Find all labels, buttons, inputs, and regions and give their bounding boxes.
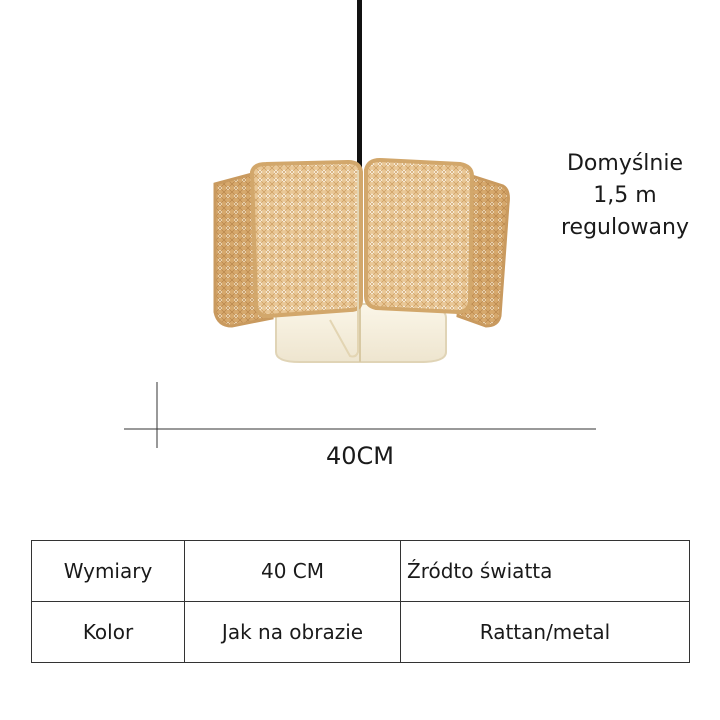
- power-cord: [357, 0, 362, 168]
- spec-table: Wymiary 40 CM Źródto światta Kolor Jak n…: [31, 540, 690, 663]
- rattan-panel-front-left: [249, 159, 363, 358]
- spec-value-dimensions: 40 CM: [184, 540, 401, 602]
- dimension-label: 40CM: [325, 442, 394, 470]
- spec-label-dimensions: Wymiary: [31, 540, 185, 602]
- cord-note-line-2: 1,5 m: [593, 183, 657, 208]
- rattan-panel-front-right: [364, 157, 475, 315]
- spec-light-source: Źródto światta: [400, 540, 690, 602]
- cord-length-note: Domyślnie 1,5 m regulowany: [540, 148, 710, 244]
- cord-note-line-1: Domyślnie: [566, 151, 683, 176]
- spec-label-color: Kolor: [31, 601, 185, 663]
- spec-value-color: Jak na obrazie: [184, 601, 401, 663]
- dimension-lines: [124, 382, 596, 448]
- spec-material: Rattan/metal: [400, 601, 690, 663]
- table-row: Wymiary 40 CM Źródto światta: [31, 540, 690, 602]
- table-row: Kolor Jak na obrazie Rattan/metal: [31, 601, 690, 663]
- cord-note-line-3: regulowany: [560, 215, 689, 240]
